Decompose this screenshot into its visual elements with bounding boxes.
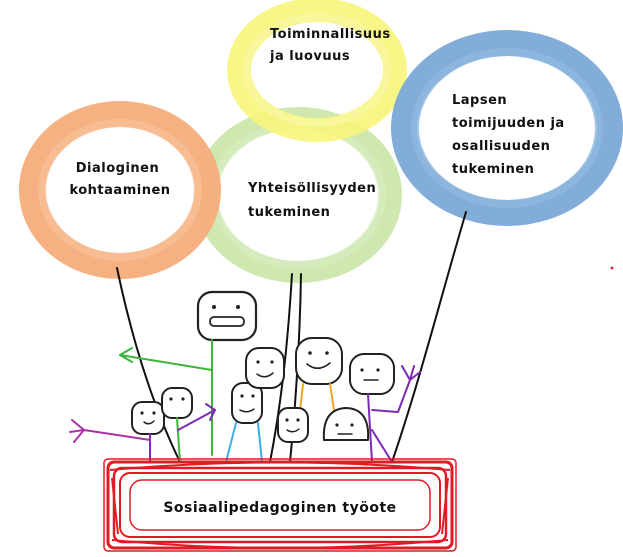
person xyxy=(277,407,309,443)
balloon-label-dialogue: Dialoginen kohtaaminen xyxy=(69,161,170,198)
balloon-label-line: kohtaaminen xyxy=(69,183,170,198)
balloon-label-line: Dialoginen xyxy=(76,161,160,176)
base-label: Sosiaalipedagoginen työote xyxy=(163,500,396,516)
person xyxy=(225,382,263,463)
balloon-label-line: ja luovuus xyxy=(269,49,350,64)
stray-dot xyxy=(610,266,614,270)
balloon-label-functionality: Toiminnallisuus ja luovuus xyxy=(269,27,396,64)
person xyxy=(349,353,421,463)
person xyxy=(69,401,165,463)
balloon-label-line: tukeminen xyxy=(452,162,534,177)
balloon-label-line: Yhteisöllisyyden xyxy=(247,181,376,196)
balloon-label-line: osallisuuden xyxy=(452,139,550,154)
people-group xyxy=(69,290,421,463)
person xyxy=(119,290,258,456)
person xyxy=(295,337,343,411)
balloon-label-community: Yhteisöllisyyden tukeminen xyxy=(247,181,381,220)
balloon-label-line: toimijuuden ja xyxy=(452,116,565,131)
balloon-label-line: Toiminnallisuus xyxy=(270,27,391,42)
balloon-label-line: Lapsen xyxy=(452,93,507,108)
basket xyxy=(103,458,457,552)
person xyxy=(245,347,285,389)
balloon-label-agency: Lapsen toimijuuden ja osallisuuden tukem… xyxy=(452,93,570,177)
balloon-label-line: tukeminen xyxy=(248,205,330,220)
balloon-functionality xyxy=(227,0,407,142)
balloon-agency xyxy=(391,30,623,226)
person xyxy=(322,407,370,441)
person xyxy=(161,387,216,463)
balloon-dialogue xyxy=(19,101,221,279)
